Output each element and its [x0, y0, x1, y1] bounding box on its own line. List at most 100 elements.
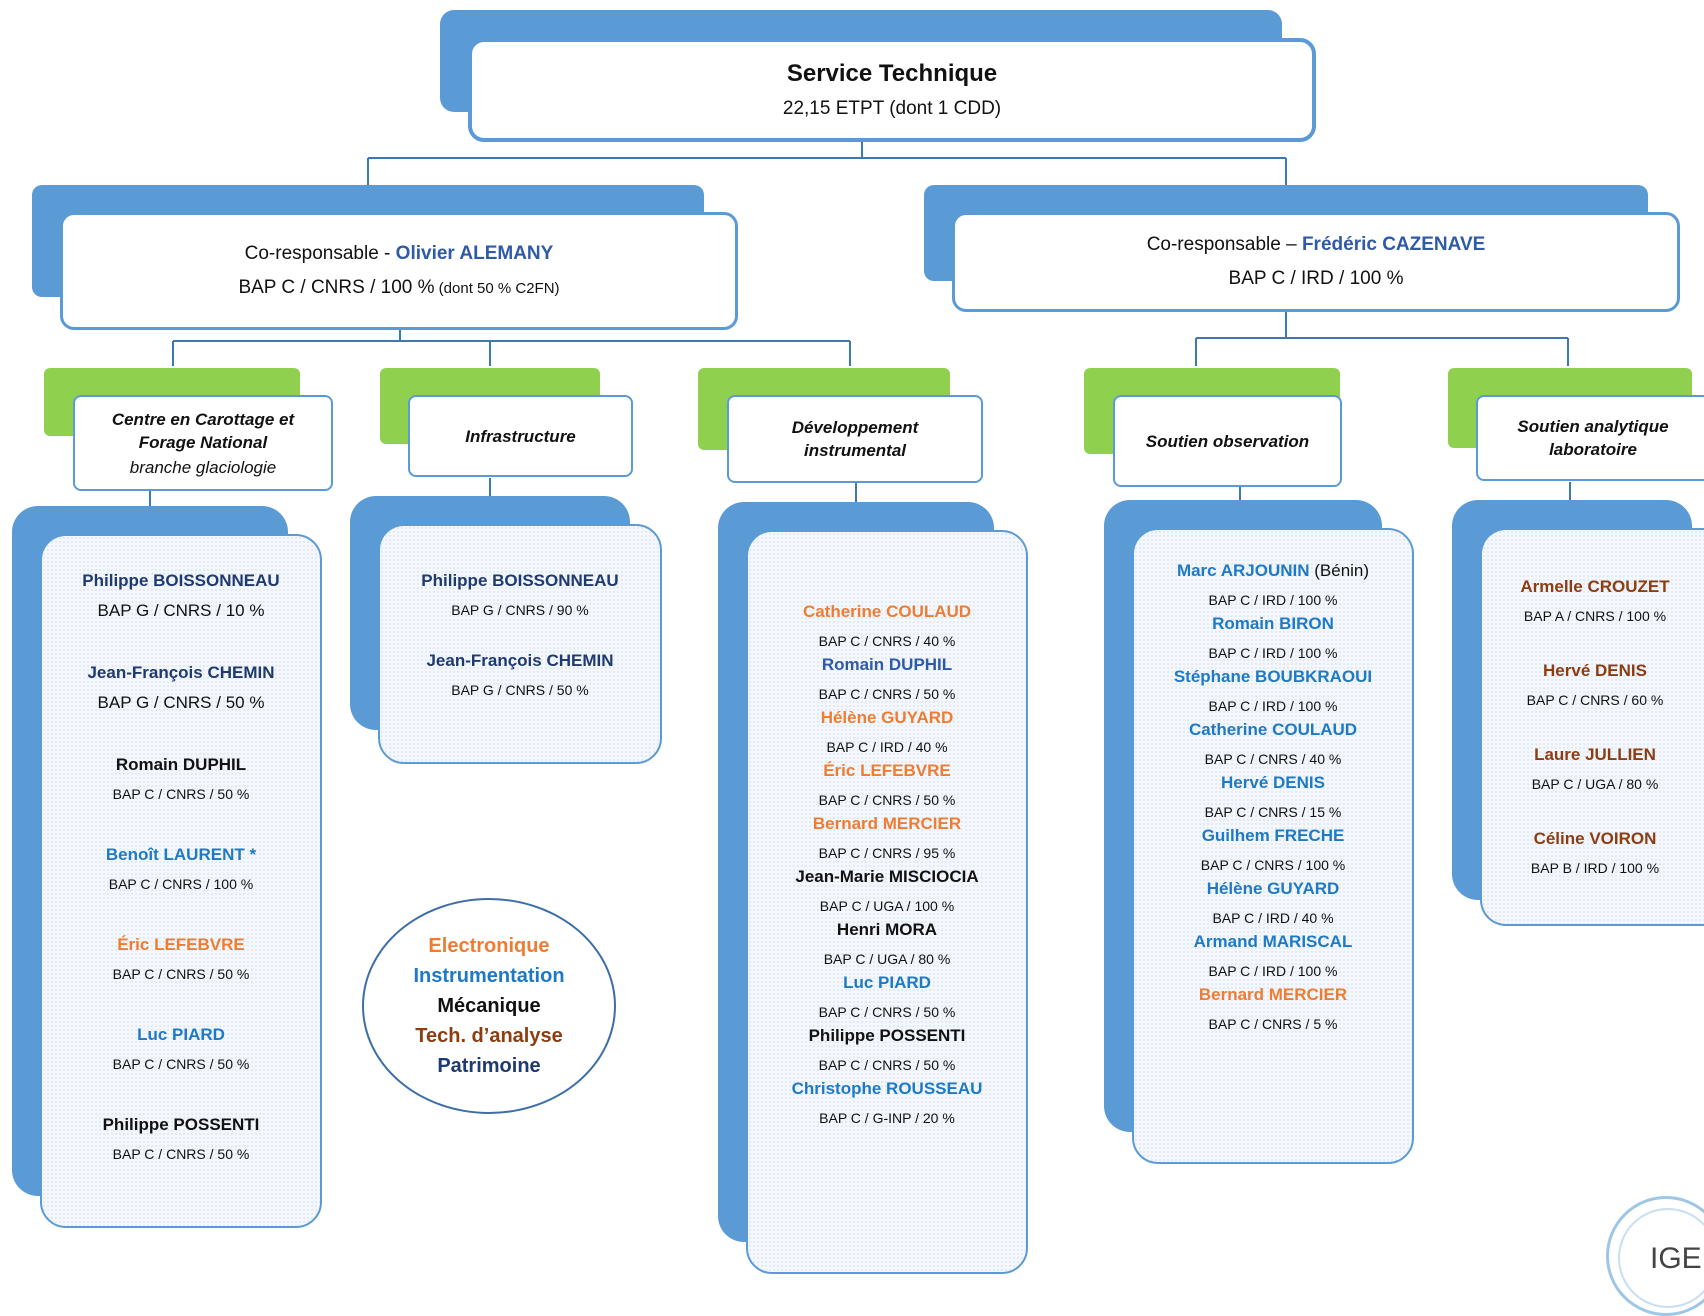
member-role: BAP C / CNRS / 50 % [112, 966, 250, 982]
service-title: Service Technique [786, 60, 998, 87]
member-name: Romain BIRON [1212, 614, 1334, 633]
member-role: BAP C / CNRS / 40 % [1204, 751, 1342, 767]
legend-item: Tech. d’analyse [415, 1025, 563, 1047]
member-name: Philippe POSSENTI [102, 1115, 260, 1134]
obs-panel [1132, 528, 1414, 1164]
co-left-prefix: Co-responsable - [244, 243, 396, 264]
dev-panel [746, 530, 1028, 1274]
member-name: Hervé DENIS [1543, 661, 1647, 680]
member-role: BAP C / CNRS / 50 % [818, 792, 956, 808]
team-lab-title: Soutien analytique laboratoire [1517, 417, 1669, 459]
member-role: BAP C / IRD / 100 % [1208, 963, 1338, 979]
member-item: Armelle CROUZET BAP A / CNRS / 100 % [1520, 576, 1669, 626]
member-role: BAP C / CNRS / 50 % [112, 1146, 250, 1162]
member-name: Armand MARISCAL [1193, 932, 1353, 951]
connector-lines [149, 142, 1571, 508]
team-dev-title: Développement instrumental [791, 418, 919, 460]
member-role: BAP C / CNRS / 50 % [112, 786, 250, 802]
member-role: BAP G / CNRS / 50 % [451, 682, 589, 698]
member-role: BAP C / CNRS / 40 % [818, 633, 956, 649]
ccfn-panel [40, 534, 322, 1228]
member-role: BAP G / CNRS / 50 % [97, 693, 265, 712]
legend-item: Patrimoine [437, 1055, 541, 1077]
member-item: Bernard MERCIER BAP C / CNRS / 95 % [813, 813, 961, 863]
member-role: BAP C / CNRS / 50 % [818, 1057, 956, 1073]
member-item: Henri MORA BAP C / UGA / 80 % [824, 919, 951, 969]
member-role: BAP C / CNRS / 95 % [818, 845, 956, 861]
member-name: Jean-François CHEMIN [87, 663, 275, 682]
member-name: Benoît LAURENT * [105, 845, 257, 864]
member-name: Armelle CROUZET [1520, 577, 1670, 596]
member-name: Hélène GUYARD [820, 708, 954, 727]
member-role: BAP C / IRD / 100 % [1208, 698, 1338, 714]
service-etpt: 22,15 ETPT (dont 1 CDD) [782, 98, 1002, 119]
member-role: BAP C / IRD / 100 % [1208, 645, 1338, 661]
member-item: Luc PIARD BAP C / CNRS / 50 % [113, 1024, 250, 1074]
team-infra-header: Infrastructure [408, 395, 633, 477]
member-role: BAP A / CNRS / 100 % [1523, 608, 1667, 624]
member-role: BAP C / UGA / 80 % [823, 951, 951, 967]
member-name: Luc PIARD [137, 1025, 225, 1044]
infra-panel [378, 524, 662, 764]
legend-item: Instrumentation [413, 965, 565, 987]
member-name: Romain DUPHIL [821, 655, 953, 674]
member-location: (Bénin) [1309, 561, 1370, 580]
member-role: BAP C / CNRS / 50 % [112, 1056, 250, 1072]
member-item: Stéphane BOUBKRAOUI BAP C / IRD / 100 % [1174, 666, 1372, 716]
co-responsable-right-box: Co-responsable – Frédéric CAZENAVE BAP C… [952, 212, 1680, 312]
member-role: BAP C / IRD / 100 % [1208, 592, 1338, 608]
team-ccfn-title: Centre en Carottage et Forage National [111, 410, 295, 452]
member-role: BAP B / IRD / 100 % [1530, 860, 1660, 876]
member-role: BAP C / UGA / 100 % [819, 898, 955, 914]
member-name: Philippe POSSENTI [808, 1026, 966, 1045]
co-right-prefix: Co-responsable – [1146, 234, 1302, 255]
co-right-name: Frédéric CAZENAVE [1301, 234, 1486, 255]
member-name: Guilhem FRECHE [1201, 826, 1345, 845]
co-right-role: BAP C / IRD / 100 % [1228, 268, 1404, 289]
member-item: Romain DUPHIL BAP C / CNRS / 50 % [113, 754, 250, 804]
member-name: Jean-François CHEMIN [426, 651, 614, 670]
service-technique-box: Service Technique 22,15 ETPT (dont 1 CDD… [468, 38, 1316, 142]
member-item: Guilhem FRECHE BAP C / CNRS / 100 % [1201, 825, 1345, 875]
member-role: BAP C / CNRS / 15 % [1204, 804, 1342, 820]
obs-member-list: Marc ARJOUNIN (Bénin)BAP C / IRD / 100 %… [1132, 560, 1414, 1037]
member-name: Christophe ROUSSEAU [791, 1079, 983, 1098]
co-right-line: Co-responsable – Frédéric CAZENAVE [1147, 234, 1486, 256]
member-item: Romain BIRON BAP C / IRD / 100 % [1209, 613, 1338, 663]
member-role: BAP C / IRD / 40 % [1212, 910, 1334, 926]
co-left-role-line: BAP C / CNRS / 100 % (dont 50 % C2FN) [238, 277, 559, 299]
member-item: Hélène GUYARD BAP C / IRD / 40 % [1207, 878, 1340, 928]
member-name: Stéphane BOUBKRAOUI [1173, 667, 1373, 686]
member-name: Hélène GUYARD [1206, 879, 1340, 898]
member-name: Henri MORA [836, 920, 938, 939]
member-name: Romain DUPHIL [115, 755, 247, 774]
member-item: Philippe POSSENTI BAP C / CNRS / 50 % [809, 1025, 966, 1075]
co-left-line: Co-responsable - Olivier ALEMANY [245, 243, 554, 265]
member-role: BAP C / CNRS / 50 % [818, 1004, 956, 1020]
team-obs-header: Soutien observation [1113, 395, 1342, 487]
member-role: BAP C / CNRS / 100 % [108, 876, 254, 892]
lab-member-list: Armelle CROUZET BAP A / CNRS / 100 % Hervé… [1480, 576, 1704, 912]
team-dev-header: Développement instrumental [727, 395, 983, 483]
member-role: BAP C / UGA / 80 % [1531, 776, 1659, 792]
member-name: Bernard MERCIER [812, 814, 962, 833]
member-item: Marc ARJOUNIN (Bénin)BAP C / IRD / 100 % [1177, 560, 1369, 610]
member-role: BAP C / CNRS / 100 % [1200, 857, 1346, 873]
co-left-role: BAP C / CNRS / 100 % [238, 277, 435, 298]
co-left-role-note: (dont 50 % C2FN) [434, 280, 560, 297]
member-item: Benoît LAURENT * BAP C / CNRS / 100 % [106, 844, 256, 894]
